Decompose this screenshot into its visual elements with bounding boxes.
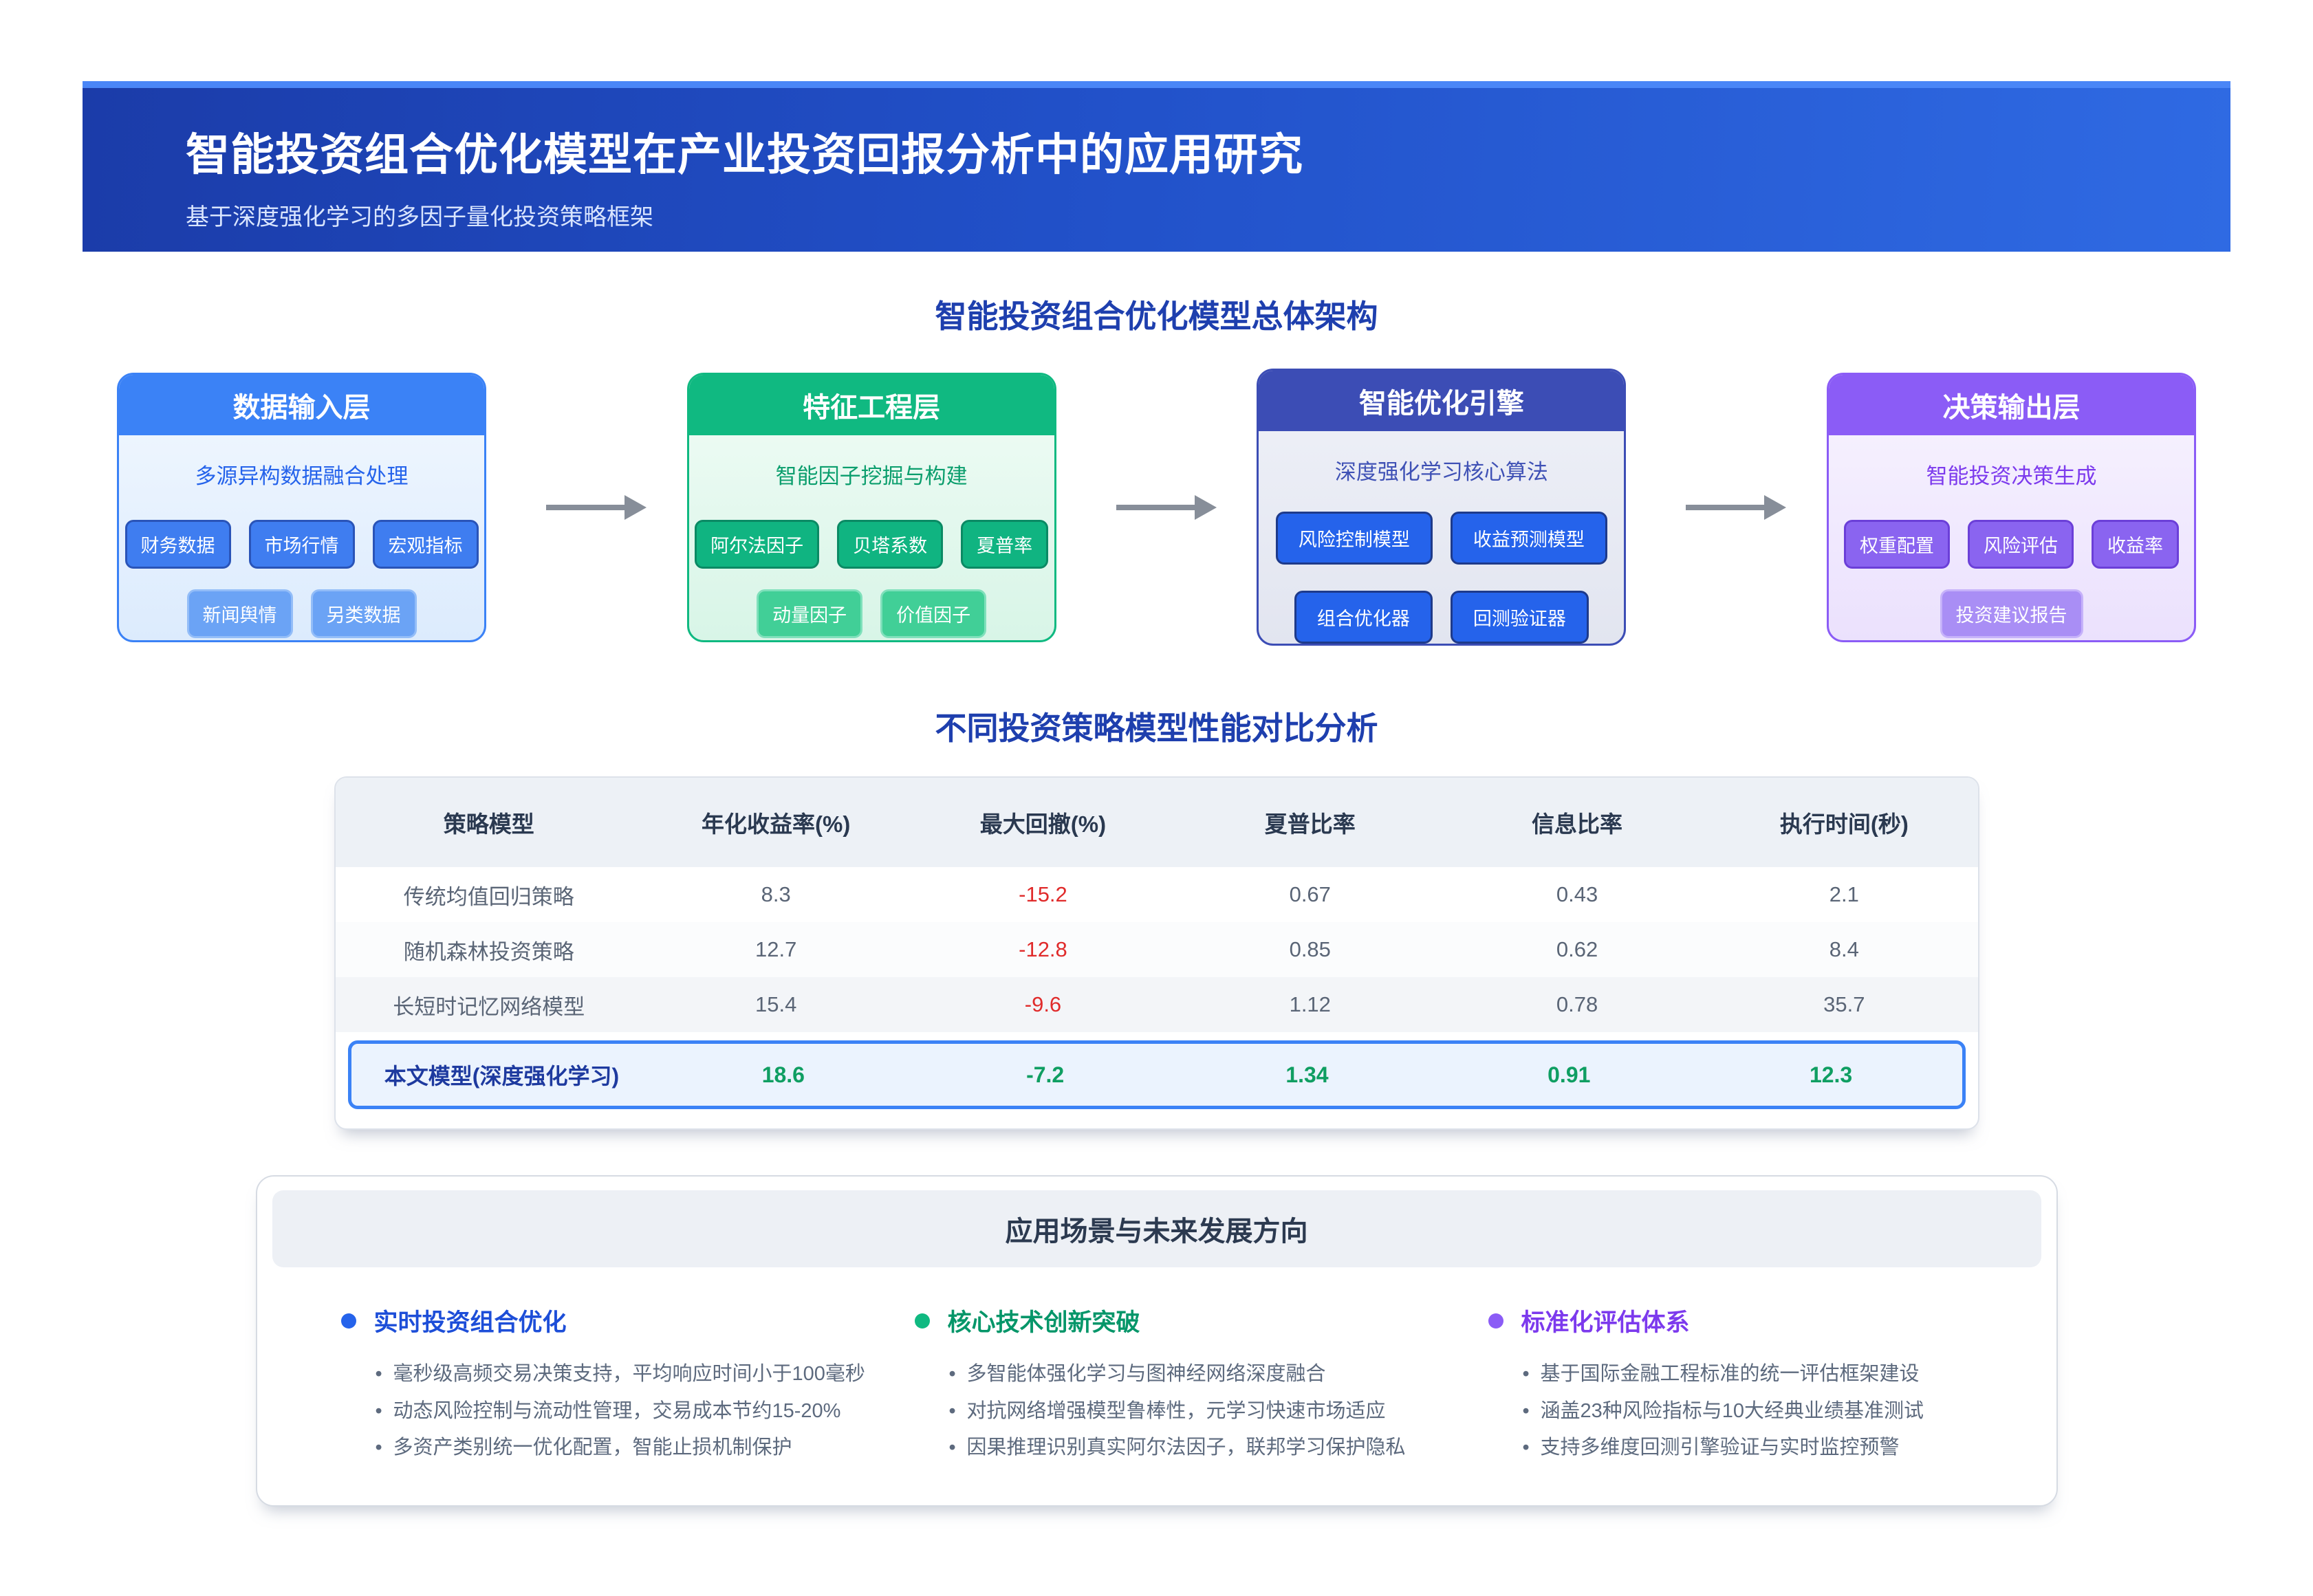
bullet-dot-icon	[914, 1313, 930, 1329]
layer-title: 数据输入层	[119, 374, 484, 435]
layer-subtitle: 深度强化学习核心算法	[1334, 460, 1548, 484]
table-row: 传统均值回归策略 8.3 -15.2 0.67 0.43 2.1	[336, 867, 1978, 922]
chip: 投资建议报告	[1940, 589, 2083, 638]
app-column-core-technology: 核心技术创新突破 多智能体强化学习与图神经网络深度融合 对抗网络增强模型鲁棒性，…	[914, 1303, 1447, 1467]
app-heading: 标准化评估体系	[1488, 1303, 2021, 1338]
layer-subtitle: 多源异构数据融合处理	[195, 463, 409, 488]
page-subtitle: 基于深度强化学习的多因子量化投资策略框架	[186, 204, 653, 230]
table-cell: 长短时记忆网络模型	[393, 994, 585, 1019]
table-cell: 0.67	[1289, 882, 1331, 906]
chip: 风险评估	[1968, 519, 2074, 569]
table-cell: 0.78	[1556, 992, 1598, 1016]
chip: 风险控制模型	[1275, 512, 1433, 565]
chip: 贝塔系数	[837, 519, 944, 569]
app-bullet-item: 因果推理识别真实阿尔法因子，联邦学习保护隐私	[948, 1430, 1447, 1467]
chip: 另类数据	[310, 589, 417, 638]
table-row: 长短时记忆网络模型 15.4 -9.6 1.12 0.78 35.7	[335, 977, 1978, 1032]
table-cell: 2.1	[1829, 882, 1859, 906]
table-cell: 0.43	[1556, 882, 1598, 906]
applications-card: 应用场景与未来发展方向 实时投资组合优化 毫秒级高频交易决策支持，平均响应时间小…	[255, 1175, 2058, 1507]
architecture-flow: 数据输入层 多源异构数据融合处理 财务数据 市场行情 宏观指标 新闻舆情 另类数…	[117, 369, 2197, 646]
chip: 回测验证器	[1450, 591, 1589, 644]
table-cell: -15.2	[1019, 882, 1067, 906]
table-header-cell: 最大回撤(%)	[979, 811, 1107, 837]
header-banner: 智能投资组合优化模型在产业投资回报分析中的应用研究 基于深度强化学习的多因子量化…	[83, 81, 2230, 252]
table-cell: 1.34	[1285, 1062, 1329, 1087]
layer-box-decision-output: 决策输出层 智能投资决策生成 权重配置 风险评估 收益率 投资建议报告	[1827, 372, 2197, 642]
app-bullet-item: 支持多维度回测引擎验证与实时监控预警	[1521, 1430, 2021, 1467]
app-heading: 核心技术创新突破	[914, 1303, 1447, 1338]
table-cell: 12.7	[755, 937, 797, 961]
app-bullet-item: 动态风险控制与流动性管理，交易成本节约15-20%	[374, 1393, 873, 1430]
table-cell: 8.4	[1829, 937, 1859, 961]
table-cell: -7.2	[1026, 1062, 1065, 1087]
table-cell: 35.7	[1823, 992, 1865, 1016]
table-cell: 0.62	[1556, 937, 1598, 961]
chip: 权重配置	[1844, 519, 1951, 569]
chip: 组合优化器	[1294, 591, 1433, 644]
chip: 收益预测模型	[1450, 512, 1607, 565]
chip: 收益率	[2092, 519, 2180, 569]
app-column-standard-evaluation: 标准化评估体系 基于国际金融工程标准的统一评估框架建设 涵盖23种风险指标与10…	[1488, 1303, 2021, 1467]
flow-arrow-icon	[1626, 494, 1827, 520]
layer-title: 决策输出层	[1829, 374, 2195, 435]
table-cell: 本文模型(深度强化学习)	[384, 1064, 620, 1089]
bullet-dot-icon	[340, 1313, 356, 1329]
app-bullet-item: 涵盖23种风险指标与10大经典业绩基准测试	[1521, 1393, 2021, 1430]
chip: 动量因子	[757, 589, 863, 638]
table-cell: 8.3	[761, 882, 791, 906]
table-header-row: 策略模型 年化收益率(%) 最大回撤(%) 夏普比率 信息比率 执行时间(秒)	[335, 778, 1978, 867]
chip: 财务数据	[124, 519, 231, 569]
table-row: 随机森林投资策略 12.7 -12.8 0.85 0.62 8.4	[335, 922, 1978, 977]
table-cell: 随机森林投资策略	[403, 939, 574, 964]
layer-subtitle: 智能因子挖掘与构建	[775, 463, 968, 488]
bullet-dot-icon	[1488, 1313, 1503, 1329]
app-heading: 实时投资组合优化	[340, 1303, 873, 1338]
page-title: 智能投资组合优化模型在产业投资回报分析中的应用研究	[186, 130, 1303, 179]
table-cell: 0.85	[1289, 937, 1331, 961]
table-header-cell: 夏普比率	[1264, 811, 1356, 837]
table-cell: 18.6	[761, 1062, 805, 1087]
table-cell: -9.6	[1024, 992, 1062, 1016]
table-cell: 0.91	[1548, 1062, 1591, 1087]
flow-arrow-icon	[486, 494, 687, 520]
chip: 阿尔法因子	[695, 519, 820, 569]
app-bullet-item: 多智能体强化学习与图神经网络深度融合	[948, 1356, 1447, 1393]
table-cell: 12.3	[1809, 1062, 1853, 1087]
layer-title: 特征工程层	[688, 374, 1054, 435]
chip: 价值因子	[880, 589, 987, 638]
layer-box-optimization-engine: 智能优化引擎 深度强化学习核心算法 风险控制模型 收益预测模型 组合优化器 回测…	[1257, 369, 1627, 646]
chip: 宏观指标	[372, 519, 479, 569]
chip: 夏普率	[961, 519, 1049, 569]
table-header-cell: 执行时间(秒)	[1779, 811, 1909, 837]
app-column-realtime-optimization: 实时投资组合优化 毫秒级高频交易决策支持，平均响应时间小于100毫秒 动态风险控…	[340, 1303, 873, 1467]
table-header-cell: 信息比率	[1532, 811, 1623, 837]
performance-table: 策略模型 年化收益率(%) 最大回撤(%) 夏普比率 信息比率 执行时间(秒) …	[334, 776, 1979, 1130]
flow-arrow-icon	[1056, 494, 1257, 520]
architecture-section-title: 智能投资组合优化模型总体架构	[935, 298, 1378, 334]
table-header-cell: 年化收益率(%)	[702, 811, 851, 837]
layer-subtitle: 智能投资决策生成	[1926, 463, 2097, 488]
layer-box-feature-engineering: 特征工程层 智能因子挖掘与构建 阿尔法因子 贝塔系数 夏普率 动量因子 价值因子	[686, 372, 1056, 642]
app-bullet-item: 对抗网络增强模型鲁棒性，元学习快速市场适应	[948, 1393, 1447, 1430]
table-cell: 15.4	[755, 992, 797, 1016]
performance-section-title: 不同投资策略模型性能对比分析	[935, 710, 1378, 746]
layer-box-data-input: 数据输入层 多源异构数据融合处理 财务数据 市场行情 宏观指标 新闻舆情 另类数…	[117, 372, 486, 642]
table-header-cell: 策略模型	[443, 811, 534, 837]
app-bullet-item: 基于国际金融工程标准的统一评估框架建设	[1521, 1356, 2021, 1393]
chip: 新闻舆情	[186, 589, 293, 638]
table-cell: 1.12	[1289, 992, 1331, 1016]
applications-section-title: 应用场景与未来发展方向	[272, 1190, 2041, 1267]
table-cell: 传统均值回归策略	[403, 884, 574, 909]
app-bullet-item: 毫秒级高频交易决策支持，平均响应时间小于100毫秒	[374, 1356, 873, 1393]
chip: 市场行情	[248, 519, 355, 569]
app-bullet-item: 多资产类别统一优化配置，智能止损机制保护	[374, 1430, 873, 1467]
layer-title: 智能优化引擎	[1259, 371, 1625, 431]
highlight-row: 本文模型(深度强化学习) 18.6 -7.2 1.34 0.91 12.3	[347, 1040, 1966, 1109]
table-cell: -12.8	[1019, 937, 1067, 961]
